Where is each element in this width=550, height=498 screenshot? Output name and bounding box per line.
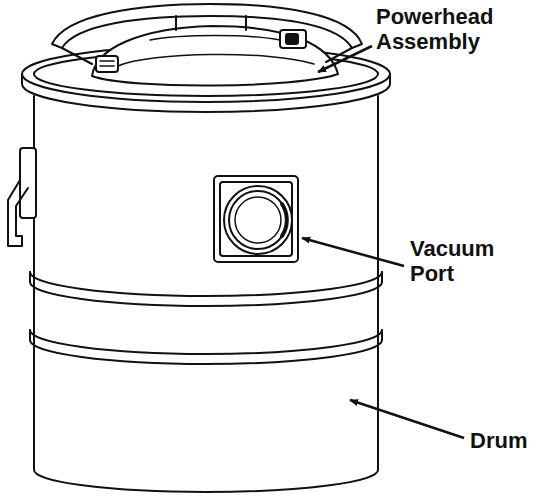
power-switch — [280, 30, 306, 48]
powerhead-dome — [92, 26, 338, 86]
drum-body — [34, 96, 378, 492]
drum-rib — [30, 330, 382, 354]
drum-rib — [30, 340, 382, 364]
leader-line — [350, 400, 464, 438]
part-label: Powerhead Assembly — [376, 4, 526, 54]
drum-rib — [30, 272, 382, 296]
control-panel — [96, 56, 118, 72]
port-plate — [214, 176, 298, 262]
part-label: Drum — [470, 428, 527, 453]
side-latch — [20, 148, 36, 218]
carry-handle — [52, 4, 362, 48]
drum-rib — [30, 282, 382, 306]
leader-line — [318, 46, 372, 72]
port-collar — [224, 186, 292, 254]
part-label: Vacuum Port — [410, 236, 530, 286]
leader-line — [302, 238, 404, 266]
